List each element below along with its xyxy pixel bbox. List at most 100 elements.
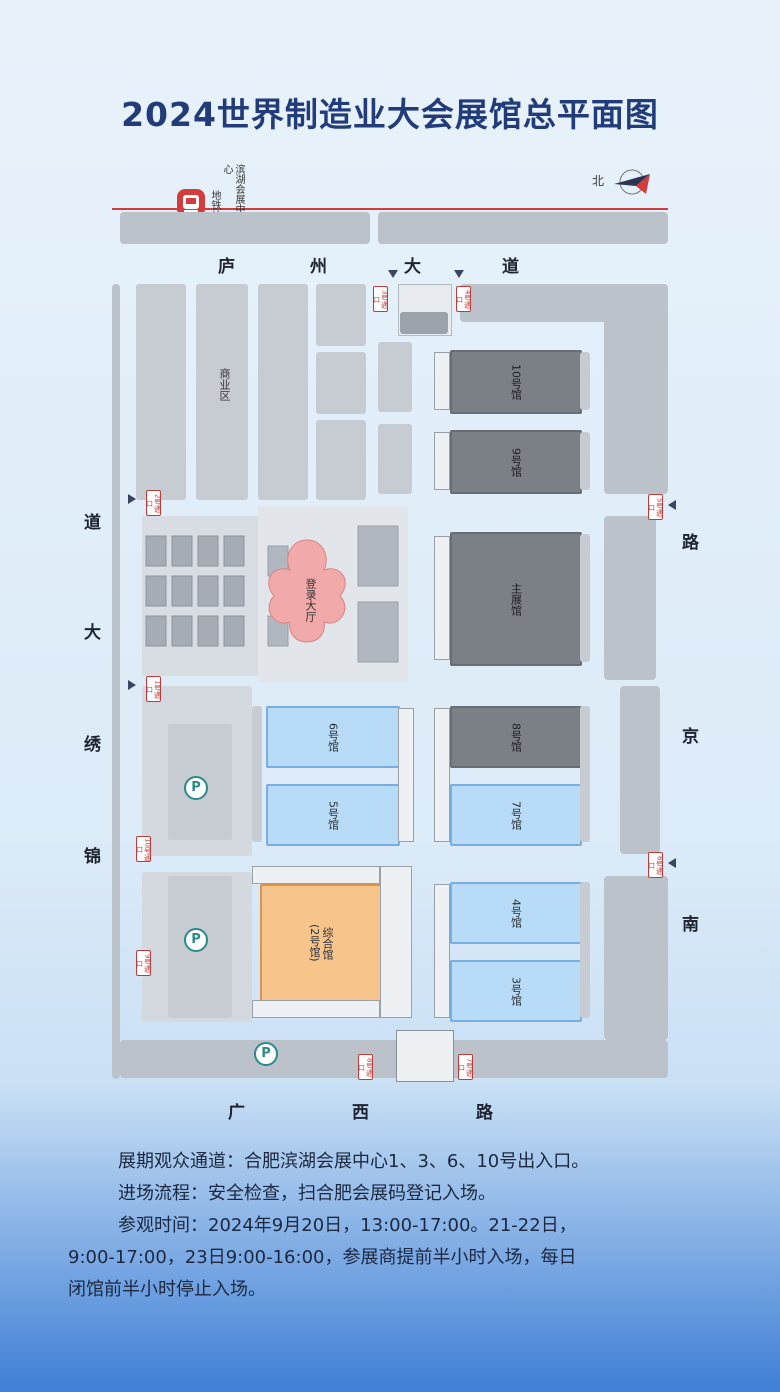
gate-1[interactable]: 1号通口 <box>146 676 162 702</box>
north-boundary-line <box>112 208 668 210</box>
street-west-4: 锦 <box>84 847 101 867</box>
hall-10-label: 10号馆 <box>509 364 523 400</box>
hall-2-frame-bottom <box>252 1000 380 1018</box>
east-connector-2 <box>434 432 450 490</box>
east-road <box>604 284 668 494</box>
street-west-1: 道 <box>84 513 101 533</box>
east-connector-4 <box>434 708 450 842</box>
metro-sub: 地铁站 <box>209 190 220 220</box>
south-gate-building <box>396 1030 454 1082</box>
north-road-right <box>378 212 668 244</box>
south-road <box>120 1040 668 1078</box>
street-south-1: 广 <box>228 1103 245 1123</box>
hall-4-label: 4号馆 <box>509 898 523 928</box>
arrow-gate-3 <box>388 270 398 278</box>
lobby-roof-pattern <box>145 535 245 647</box>
info-line-4: 9:00-17:00，23日9:00-16:00，参展商提前半小时入场，每日 <box>68 1247 577 1268</box>
street-north-2: 州 <box>310 257 327 277</box>
mid-block-1 <box>378 342 412 412</box>
hall-2-label: 综合馆 <box>321 926 334 960</box>
gate-5[interactable]: 5号通口 <box>648 494 664 520</box>
commercial-label: 商业区 <box>218 368 231 401</box>
street-east-1: 路 <box>682 533 699 553</box>
street-east-2: 京 <box>682 727 699 747</box>
east-connector-5 <box>434 884 450 1018</box>
arrow-gate-4 <box>454 270 464 278</box>
gate-7[interactable]: 7号通口 <box>458 1054 474 1080</box>
commercial-block-6 <box>316 420 366 500</box>
lobby-label: 登录大厅 <box>304 578 317 622</box>
compass-label: 北 <box>592 174 605 188</box>
street-west-2: 大 <box>84 623 101 643</box>
arrow-gate-2 <box>128 494 136 504</box>
hall-9-label: 9号馆 <box>509 447 523 477</box>
metro-icon <box>177 189 205 217</box>
hall-main[interactable]: 主展馆 <box>450 532 582 666</box>
hall-6[interactable]: 6号馆 <box>266 706 400 768</box>
arrow-gate-6 <box>668 858 676 868</box>
gate-6[interactable]: 6号通口 <box>648 852 664 878</box>
info-line-5: 闭馆前半小时停止入场。 <box>68 1279 266 1300</box>
hall-7-label: 7号馆 <box>509 800 523 830</box>
arrow-gate-5 <box>668 500 676 510</box>
gate-arrows <box>128 270 676 868</box>
east-road-4 <box>604 876 668 1040</box>
hall-5-label: 5号馆 <box>326 800 340 830</box>
hall-2-frame <box>252 866 380 884</box>
hall-9[interactable]: 9号馆 <box>450 430 582 494</box>
parking-icon-1: P <box>184 776 208 800</box>
street-south-3: 路 <box>476 1103 493 1123</box>
hall-8[interactable]: 8号馆 <box>450 706 582 768</box>
street-north-3: 大 <box>404 257 421 277</box>
hall-8-label: 8号馆 <box>509 722 523 752</box>
hall-6-label: 6号馆 <box>326 722 340 752</box>
gate-4[interactable]: 4号通口 <box>456 286 472 312</box>
street-north-1: 庐 <box>218 257 235 277</box>
compass-icon <box>614 169 650 195</box>
east-side-strip-4 <box>580 706 590 842</box>
hall-3-label: 3号馆 <box>509 976 523 1006</box>
east-road-3 <box>620 686 660 854</box>
gate-8[interactable]: 8号通口 <box>358 1054 374 1080</box>
hall-10[interactable]: 10号馆 <box>450 350 582 414</box>
hall-2-sublabel: (2号馆) <box>308 924 321 962</box>
east-side-strip-5 <box>580 882 590 1018</box>
east-connector-1 <box>434 352 450 410</box>
commercial-block-4 <box>316 284 366 346</box>
hall-main-label: 主展馆 <box>509 582 523 616</box>
info-line-3: 参观时间：2024年9月20日，13:00-17:00。21-22日， <box>118 1215 577 1236</box>
commercial-block-2 <box>196 284 248 500</box>
street-east-3: 南 <box>682 915 699 935</box>
commercial-block-3 <box>258 284 308 500</box>
page-title: 2024世界制造业大会展馆总平面图 <box>121 95 659 134</box>
street-west-3: 绣 <box>84 735 101 755</box>
gate-3[interactable]: 3号通口 <box>373 286 389 312</box>
info-panel: 展期观众通道：合肥滨湖会展中心1、3、6、10号出入口。 进场流程：安全检查，扫… <box>68 1146 728 1306</box>
east-side-strip-2 <box>580 432 590 490</box>
gate-10[interactable]: 10号通口 <box>135 836 152 862</box>
lobby-court-pattern <box>267 525 399 663</box>
west-side-strip-1 <box>252 706 262 842</box>
info-line-1: 展期观众通道：合肥滨湖会展中心1、3、6、10号出入口。 <box>118 1151 590 1172</box>
info-line-2: 进场流程：安全检查，扫合肥会展码登记入场。 <box>118 1183 496 1204</box>
gate-2[interactable]: 2号通口 <box>146 490 162 516</box>
commercial-block-5 <box>316 352 366 414</box>
north-road-left <box>120 212 370 244</box>
west-connector-1 <box>398 708 414 842</box>
west-road <box>112 284 120 1079</box>
east-side-strip-3 <box>580 534 590 662</box>
lobby-hall[interactable] <box>262 536 352 646</box>
mid-block-2 <box>378 424 412 494</box>
gate-9[interactable]: 9号通口 <box>136 950 152 976</box>
north-gate-block <box>400 312 448 334</box>
hall-3[interactable]: 3号馆 <box>450 960 582 1022</box>
hall-2-annex <box>380 866 412 1018</box>
arrow-gate-1 <box>128 680 136 690</box>
commercial-block-1 <box>136 284 186 500</box>
street-south-2: 西 <box>352 1103 369 1123</box>
parking-icon-2: P <box>184 928 208 952</box>
street-north-4: 道 <box>502 257 519 277</box>
parking-icon-3: P <box>254 1042 278 1066</box>
hall-7[interactable]: 7号馆 <box>450 784 582 846</box>
